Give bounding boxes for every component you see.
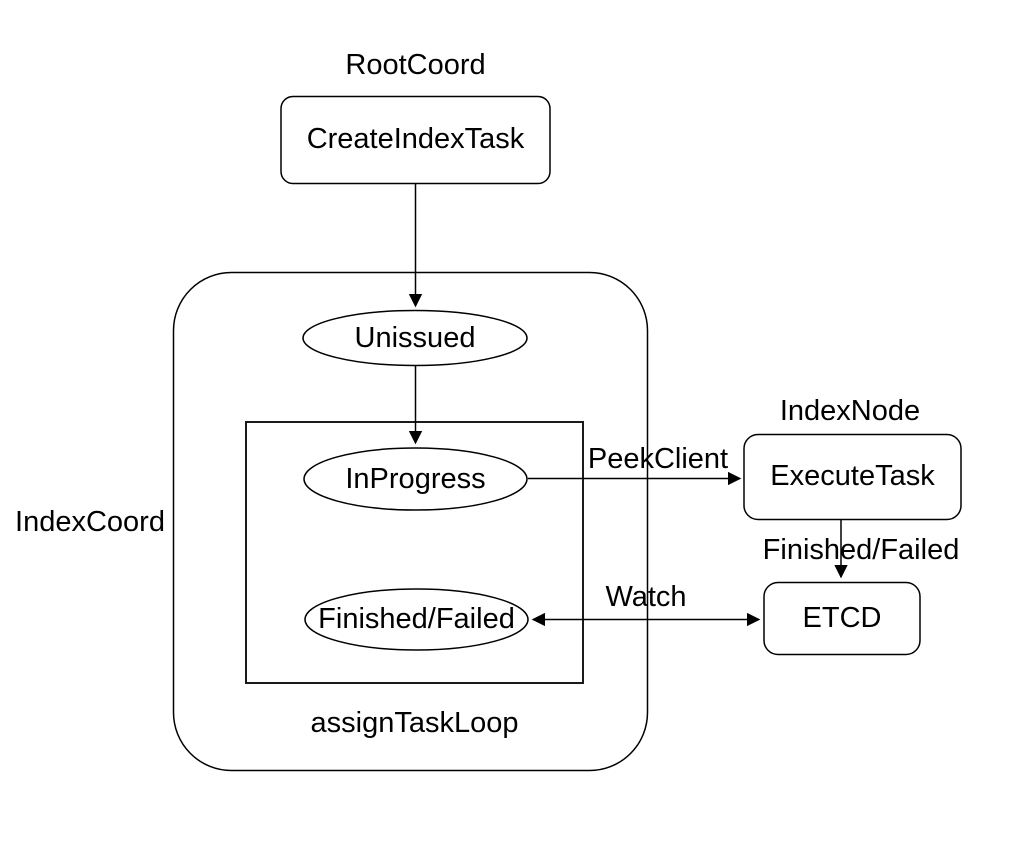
create-index-task-box [280,95,551,185]
create-index-task-node-label: CreateIndexTask [306,123,525,155]
etcd-node-label: ETCD [802,601,882,634]
finished-failed-node-label: Finished/Failed [318,603,515,635]
assign-task-loop-label: assignTaskLoop [310,706,519,739]
execute-task-box [743,433,962,521]
etcd-box [763,581,921,656]
finished-failed-edge-label: Finished/Failed [762,533,960,566]
peek-client-edge-label: PeekClient [587,442,729,475]
index-node-label: IndexNode [779,394,921,427]
index-coord-label: IndexCoord [15,505,165,538]
unissued-ellipse [302,309,528,367]
assign-task-loop-container [245,421,584,684]
root-coord-label: RootCoord [345,48,486,81]
unissued-node-label: Unissued [354,322,476,354]
in-progress-ellipse [303,447,528,511]
watch-edge-label: Watch [605,580,687,613]
index-coord-container [172,271,649,772]
finished-failed-ellipse [304,588,529,651]
execute-task-node-label: ExecuteTask [770,460,935,492]
in-progress-node-label: InProgress [345,462,486,495]
